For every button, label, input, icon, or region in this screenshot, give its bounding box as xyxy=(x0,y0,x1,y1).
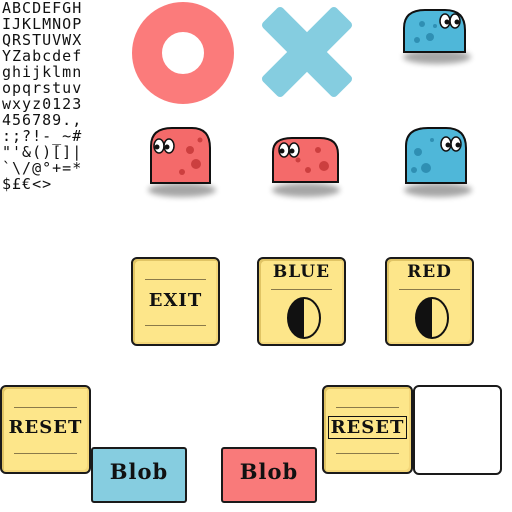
font-sheet: ABCDEFGH IJKLMNOP QRSTUVWX YZabcdef ghij… xyxy=(0,0,132,196)
font-row: IJKLMNOP xyxy=(2,15,83,33)
font-row: `\/@°+=* xyxy=(2,159,83,177)
font-row: "'&()[]| xyxy=(2,143,83,161)
font-row: QRSTUVWX xyxy=(2,31,83,49)
font-row: YZabcdef xyxy=(2,47,83,65)
reset-selected-button[interactable]: RESET xyxy=(322,385,413,474)
blob-red-label: Blob xyxy=(239,459,299,484)
x-marker-icon xyxy=(261,6,353,98)
exit-label: EXIT xyxy=(148,290,203,311)
divider xyxy=(145,279,206,280)
divider xyxy=(399,289,460,290)
font-row: wxyz0123 xyxy=(2,95,83,113)
half-circle-toggle-icon xyxy=(415,297,449,339)
exit-button[interactable]: EXIT xyxy=(131,257,220,346)
font-row: 456789., xyxy=(2,111,83,129)
blue-label: BLUE xyxy=(272,262,331,282)
blob-blue-sprite xyxy=(403,9,471,64)
font-row: :;?!-_~# xyxy=(2,127,83,145)
blank-card xyxy=(413,385,502,475)
font-row: $£€<> xyxy=(2,175,53,193)
divider xyxy=(14,407,77,408)
half-circle-toggle-icon xyxy=(287,297,321,339)
blob-blue-label: Blob xyxy=(109,459,169,484)
o-marker-icon xyxy=(132,2,234,104)
divider xyxy=(336,453,399,454)
divider xyxy=(336,407,399,408)
reset-text: RESET xyxy=(327,416,408,439)
divider xyxy=(145,325,206,326)
blob-red-squashed-sprite xyxy=(272,137,340,197)
font-row: ABCDEFGH xyxy=(2,0,83,17)
blob-red-button[interactable]: Blob xyxy=(221,447,317,503)
reset-label-boxed: RESET xyxy=(324,416,411,439)
blob-red-sprite xyxy=(148,127,216,197)
blob-blue-button[interactable]: Blob xyxy=(91,447,187,503)
divider xyxy=(14,453,77,454)
reset-label: RESET xyxy=(8,417,83,438)
blue-player-button[interactable]: BLUE xyxy=(257,257,346,346)
divider xyxy=(271,289,332,290)
blob-blue-tall-sprite xyxy=(404,127,472,197)
reset-button[interactable]: RESET xyxy=(0,385,91,474)
font-row: ghijklmn xyxy=(2,63,83,81)
red-label: RED xyxy=(407,262,452,282)
font-row: opqrstuv xyxy=(2,79,83,97)
red-player-button[interactable]: RED xyxy=(385,257,474,346)
